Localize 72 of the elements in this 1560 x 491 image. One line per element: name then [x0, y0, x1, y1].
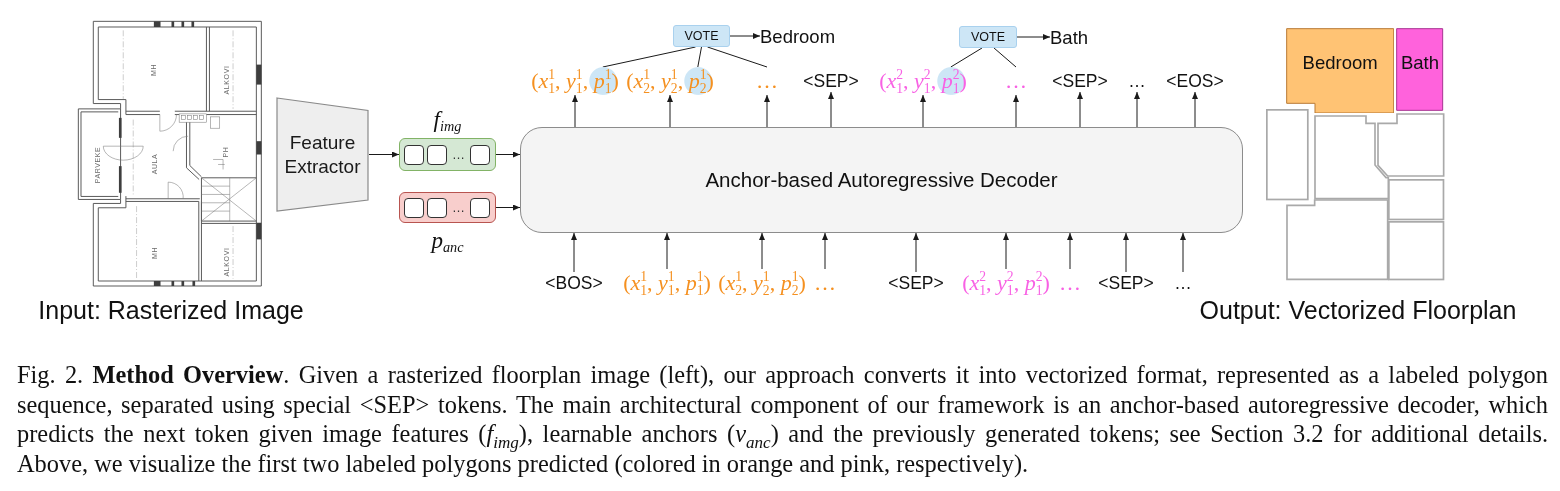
arrow [667, 94, 673, 128]
arrow [913, 232, 919, 273]
arrow [1077, 91, 1083, 128]
token-text: … [756, 67, 778, 95]
ellipsis: … [451, 147, 466, 162]
vote-box: VOTE [673, 25, 730, 47]
arrow [1123, 232, 1129, 273]
token-text: <EOS> [1166, 70, 1224, 92]
room-label: Bedroom [1302, 51, 1378, 74]
token-text: (x$_{1}$$^{1}$, y$_{1}$$^{1}$, p$_{1}$$^{1}$) [623, 269, 711, 297]
figure-caption: Fig. 2. Method Overview. Given a rasterized floorplan image (left), our approach converts it into vectorized format, represented as a labeled polygon sequence, separated using special <SEP> tokens. The main architectural component of our framework is an anchor-based autoregressive decoder, which predicts the next token given image features (f$_{img}$), learnable anchors (v$_{anc}$) and the previously generated tokens; see Section 3.2 for additional details. Above, we visualize the first two labeled polygons predicted (colored in orange and pink, respectively). [17, 360, 1548, 479]
room-label: Bath [1400, 51, 1439, 74]
room-outline [1266, 108, 1309, 200]
room-outline [1388, 221, 1445, 281]
connector-line [697, 46, 702, 68]
block-label: Anchor-based Autoregressive Decoder [705, 168, 1058, 192]
room-outline [1314, 114, 1390, 200]
arrow [1134, 91, 1140, 128]
ellipsis: … [451, 200, 466, 215]
room-polygon [1396, 27, 1444, 111]
math-label: f$_{img}$ [433, 107, 462, 133]
arrow [822, 232, 828, 270]
connector-line [950, 47, 983, 68]
arrow [495, 204, 521, 211]
connector-line [707, 46, 768, 68]
arrow [759, 232, 765, 270]
arrow [1192, 91, 1198, 128]
block-label: Feature Extractor [283, 131, 362, 178]
arrow [1003, 232, 1009, 270]
token-text: <SEP> [888, 272, 944, 294]
highlighted-token-text: (x$_{1}$$^{2}$, y$_{1}$$^{2}$, p$_{1}$$^{2}$) [879, 67, 967, 95]
token-text: … [1174, 272, 1192, 294]
arrow [920, 94, 926, 128]
connector-line [602, 46, 696, 68]
arrow [764, 94, 770, 128]
token-text: (x$_{2}$$^{1}$, y$_{2}$$^{1}$, p$_{2}$$^{1}$) [718, 269, 806, 297]
arrow [664, 232, 670, 270]
highlighted-token-text: (x$_{1}$$^{1}$, y$_{1}$$^{1}$, p$_{1}$$^{1}$) [531, 67, 619, 95]
trapezoid-block [276, 97, 369, 212]
token-text: … [1005, 67, 1027, 95]
arrow [495, 151, 521, 158]
arrow [1016, 34, 1051, 40]
arrow [368, 151, 400, 158]
image-caption: Input: Rasterized Image [38, 295, 304, 325]
room-outline [1285, 199, 1389, 281]
arrow [729, 33, 761, 39]
arrow [1180, 232, 1186, 273]
arrow [571, 232, 577, 273]
floorplan-scan-drawing [76, 19, 264, 288]
arrow [1013, 94, 1019, 128]
arrow [1067, 232, 1073, 270]
decoder-block [520, 127, 1243, 233]
class-label: Bath [1050, 27, 1089, 49]
connector-line [993, 47, 1017, 68]
class-label: Bedroom [760, 26, 836, 48]
vote-box: VOTE [959, 26, 1017, 48]
arrow [572, 94, 578, 128]
token-text: … [1128, 70, 1146, 92]
token-text: <SEP> [1052, 70, 1108, 92]
token-text: <SEP> [803, 70, 859, 92]
token-text: <SEP> [1098, 272, 1154, 294]
token-text: … [814, 269, 836, 297]
room-outline [1388, 178, 1445, 220]
token-text: (x$_{1}$$^{2}$, y$_{1}$$^{2}$, p$_{1}$$^{2}$) [962, 269, 1050, 297]
math-label: p$_{anc}$ [431, 228, 464, 254]
arrow [828, 91, 834, 128]
image-caption: Output: Vectorized Floorplan [1199, 295, 1517, 325]
highlighted-token-text: (x$_{2}$$^{1}$, y$_{2}$$^{1}$, p$_{2}$$^{1}$) [626, 67, 714, 95]
room-polygon [1286, 27, 1395, 114]
room-outline [1376, 112, 1445, 177]
token-text: … [1059, 269, 1081, 297]
token-text: <BOS> [545, 272, 603, 294]
